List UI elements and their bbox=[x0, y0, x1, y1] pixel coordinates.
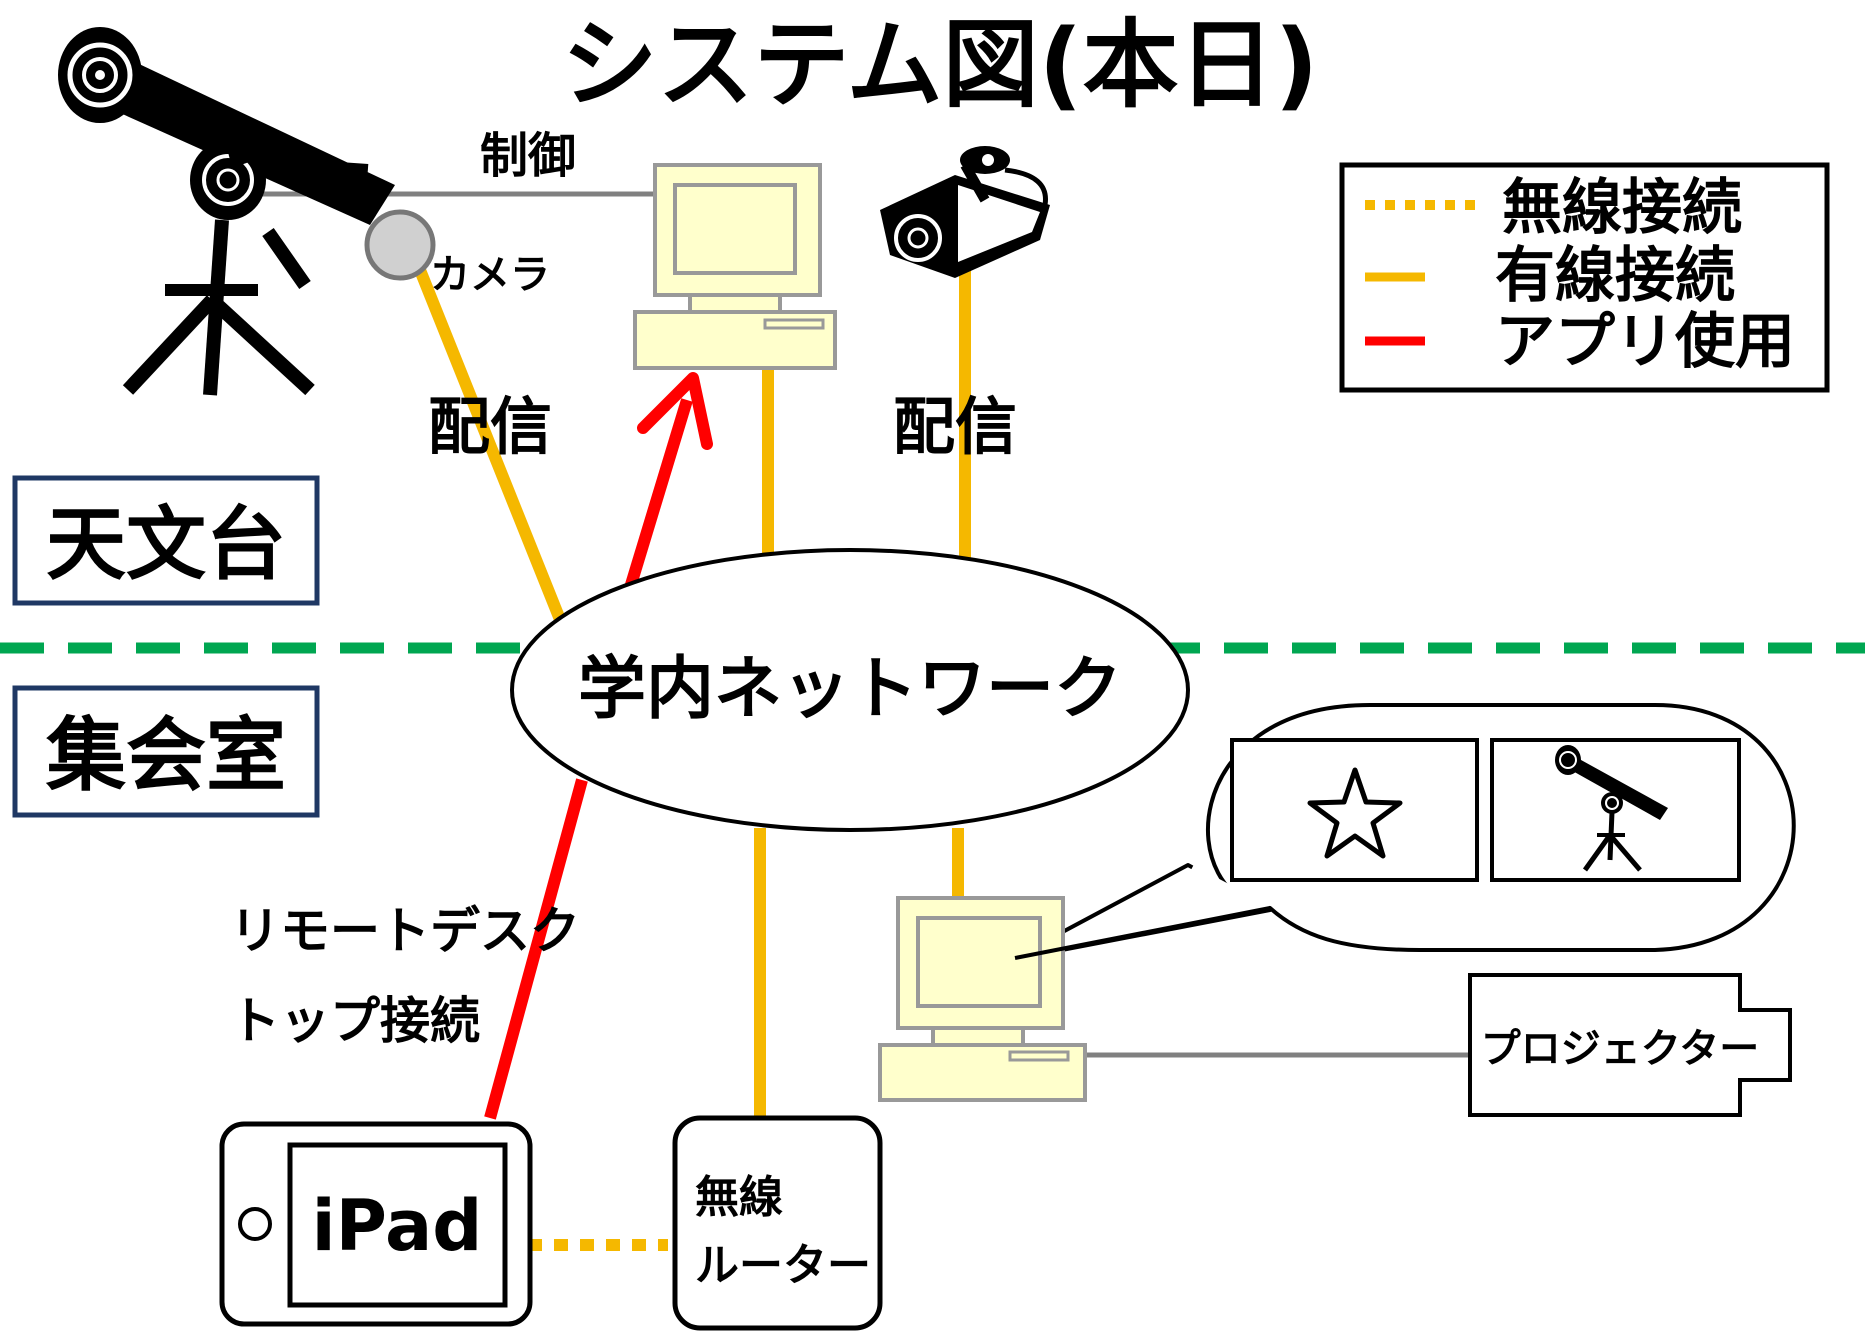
camera-stream-line bbox=[414, 267, 571, 635]
meeting-room-zone-box bbox=[12, 685, 320, 818]
legend-wired-label: 有線接続 bbox=[1495, 241, 1735, 311]
telescope-icon-small bbox=[1555, 745, 1668, 872]
network-label: 学内ネットワーク bbox=[578, 650, 1122, 729]
diagram-title: システム図(本日) bbox=[562, 9, 1319, 121]
legend: 無線接続 有線接続 アプリ使用 bbox=[1339, 162, 1830, 393]
security-camera-icon bbox=[880, 146, 1050, 278]
projector-label: プロジェクター bbox=[1481, 1026, 1759, 1072]
remote-arrowhead bbox=[637, 372, 713, 450]
server-computer-icon bbox=[633, 163, 837, 370]
bubble-seam bbox=[1190, 865, 1270, 911]
router-label-1: 無線 bbox=[695, 1172, 783, 1223]
remote-desktop-label-2: トップ接続 bbox=[230, 992, 480, 1050]
meeting-room-zone-label: 集会室 bbox=[45, 709, 286, 802]
camera-label: カメラ bbox=[430, 252, 550, 298]
router-label-2: ルーター bbox=[695, 1240, 871, 1291]
telescope-icon bbox=[58, 27, 395, 396]
control-label: 制御 bbox=[480, 128, 576, 184]
star-icon bbox=[1307, 767, 1403, 859]
bubble-pointer bbox=[1014, 906, 1271, 960]
remote-line-lower bbox=[484, 778, 588, 1120]
stream-label-right: 配信 bbox=[893, 390, 1017, 463]
stream-label-left: 配信 bbox=[428, 390, 552, 463]
observatory-zone-box bbox=[12, 475, 320, 606]
ipad-label: iPad bbox=[312, 1185, 483, 1267]
wireless-router-box bbox=[672, 1115, 883, 1331]
camera-icon bbox=[364, 209, 436, 281]
remote-line-upper bbox=[624, 398, 693, 590]
observatory-zone-label: 天文台 bbox=[46, 498, 286, 591]
projector-icon bbox=[1468, 973, 1792, 1117]
client-computer-icon bbox=[878, 896, 1087, 1102]
remote-desktop-label-1: リモートデスク bbox=[230, 902, 580, 960]
legend-wireless-label: 無線接続 bbox=[1502, 173, 1742, 243]
ipad-screen bbox=[287, 1142, 508, 1308]
ipad-home-button bbox=[238, 1207, 272, 1241]
campus-network-ellipse bbox=[510, 548, 1190, 832]
legend-app-label: アプリ使用 bbox=[1495, 307, 1795, 377]
